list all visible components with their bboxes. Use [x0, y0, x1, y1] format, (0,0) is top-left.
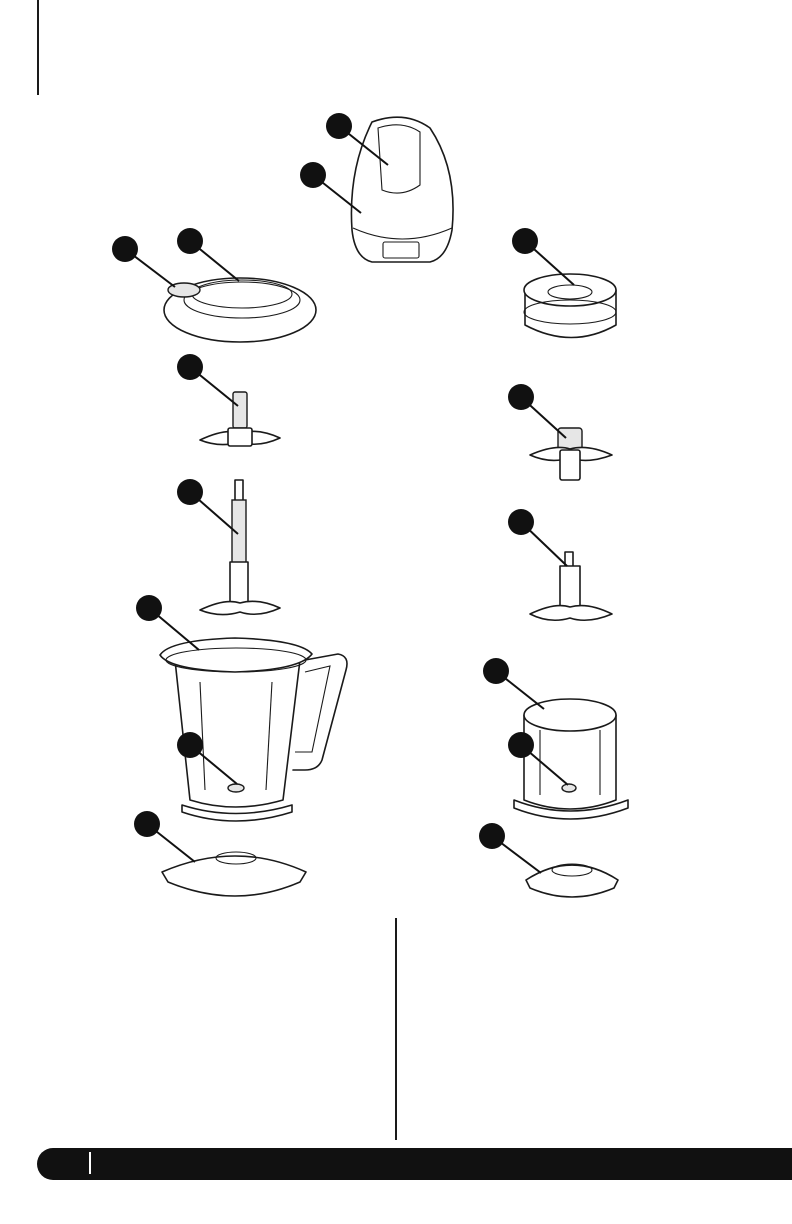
callout-small-blade [177, 354, 238, 406]
bowl [514, 699, 628, 819]
callout-bowl-blade [508, 384, 566, 438]
callout-pitcher-lid [177, 228, 239, 281]
pitcher [160, 638, 347, 821]
footer-bar [37, 1148, 792, 1180]
callout-pitcher-lid-spout [112, 236, 175, 287]
callout-motor-body [300, 162, 361, 213]
bowl-blade-assembly [530, 428, 612, 480]
bowl-splash-guard [524, 274, 616, 338]
bowl-base [526, 864, 618, 897]
bowl-small-blade-assembly [530, 552, 612, 620]
small-blade-assembly [200, 392, 280, 446]
callout-bowl [483, 658, 544, 709]
callout-pitcher-base [134, 811, 195, 862]
column-divider [395, 918, 397, 1140]
long-blade-assembly [200, 480, 280, 615]
callout-long-blade [177, 479, 238, 534]
callout-bowl-base [479, 823, 541, 873]
footer-page-separator [89, 1152, 91, 1174]
motor-unit [351, 117, 453, 262]
callout-bowl-small-blade [508, 509, 567, 566]
pitcher-lid [164, 278, 316, 342]
callout-pitcher [136, 595, 199, 650]
pitcher-base [162, 852, 306, 896]
